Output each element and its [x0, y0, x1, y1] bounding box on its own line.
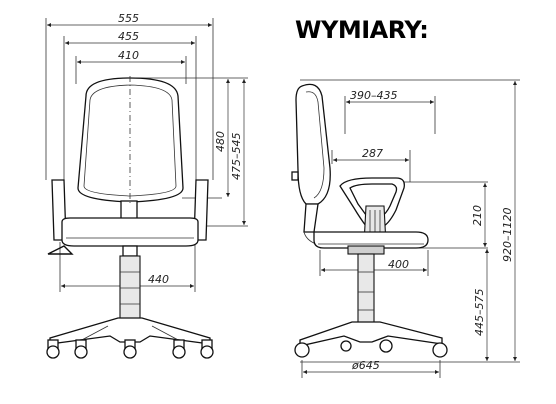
- side-back-knob: [291, 171, 299, 181]
- dim-seat-width: 440: [148, 273, 169, 286]
- dim-seat-height: 445–575: [473, 289, 486, 337]
- dim-overall-height: 920–1120: [501, 208, 514, 263]
- side-back-support: [303, 203, 319, 233]
- side-gas-cylinder: [357, 253, 375, 325]
- front-casters: [46, 339, 214, 359]
- front-seat: [61, 217, 199, 247]
- dim-backrest-width: 410: [118, 49, 139, 62]
- side-mechanism: [347, 245, 385, 255]
- dim-base-diameter: ø645: [351, 359, 380, 372]
- front-gas-cylinder-upper: [122, 245, 138, 257]
- dim-armrest-width: 455: [118, 30, 139, 43]
- front-extension-lines: [45, 18, 214, 292]
- side-backrest: [295, 83, 331, 205]
- front-view: 555 455 410 480 475–545 440: [45, 12, 248, 359]
- dim-seat-to-armrest-depth: 287: [362, 147, 383, 160]
- side-casters: [294, 339, 448, 358]
- dim-back-depth-adjust: 390–435: [350, 89, 398, 102]
- dim-overall-width: 555: [118, 12, 139, 25]
- side-view: 390–435 287 210 400 920–1120 445–575 ø64…: [291, 79, 520, 378]
- diagram-title: WYMIARY:: [295, 16, 428, 44]
- dim-seat-depth: 400: [388, 258, 409, 271]
- side-base: [299, 321, 443, 347]
- front-backrest: [77, 77, 184, 203]
- dim-back-adjust-height: 475–545: [230, 133, 243, 181]
- dim-armrest-height: 210: [471, 205, 484, 226]
- front-height-lever: [47, 245, 74, 255]
- dim-backrest-height: 480: [214, 131, 227, 152]
